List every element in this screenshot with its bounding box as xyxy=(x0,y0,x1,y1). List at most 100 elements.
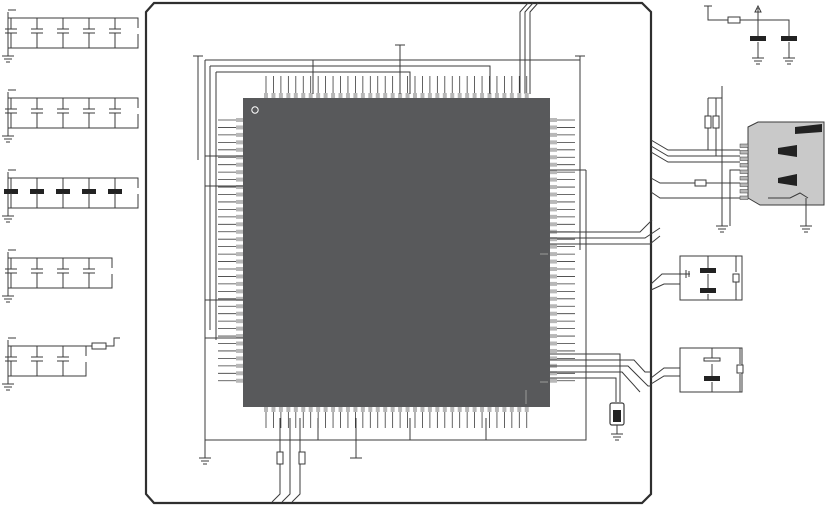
microcontroller xyxy=(236,93,557,412)
mcu-pin xyxy=(550,274,557,278)
mcu-pin xyxy=(271,93,275,98)
mcu-pin xyxy=(236,193,243,197)
mcu-pin xyxy=(279,93,283,98)
resistor xyxy=(695,180,706,186)
mcu-pin xyxy=(550,349,557,353)
mcu-pin xyxy=(443,407,447,412)
mcu-pin xyxy=(236,215,243,219)
mcu-pin xyxy=(294,407,298,412)
mcu-pin xyxy=(279,407,283,412)
mcu-pin xyxy=(316,93,320,98)
mcu-pin xyxy=(525,93,529,98)
mcu-pin xyxy=(550,155,557,159)
mcu-pin xyxy=(428,93,432,98)
mcu-pin xyxy=(236,163,243,167)
mcu-pin xyxy=(236,349,243,353)
mcu-pin xyxy=(473,93,477,98)
mcu-pin xyxy=(495,407,499,412)
mcu-pin xyxy=(236,282,243,286)
mcu-pin xyxy=(550,193,557,197)
sd-card-pins xyxy=(740,144,748,200)
mcu-pin xyxy=(488,407,492,412)
mcu-pin xyxy=(264,93,268,98)
decoupling-bank-1 xyxy=(2,10,138,62)
sd-pin xyxy=(740,144,748,148)
mcu-pin xyxy=(236,327,243,331)
mcu-pin xyxy=(550,282,557,286)
mcu-pin xyxy=(473,407,477,412)
mcu-pin xyxy=(550,163,557,167)
mcu-pin xyxy=(353,407,357,412)
mcu-pin xyxy=(502,93,506,98)
sd-pin xyxy=(740,183,748,187)
ground-symbol xyxy=(800,226,812,232)
mcu-pin xyxy=(480,93,484,98)
mcu-pin xyxy=(286,407,290,412)
mcu-pin xyxy=(420,407,424,412)
mcu-pin xyxy=(465,93,469,98)
mcu-pin xyxy=(376,407,380,412)
mcu-pin xyxy=(368,93,372,98)
mcu-pin xyxy=(236,252,243,256)
mcu-pin xyxy=(450,407,454,412)
mcu-pin xyxy=(353,93,357,98)
mcu-pins-bottom xyxy=(264,407,529,412)
mcu-pin xyxy=(236,267,243,271)
mcu-pin xyxy=(517,407,521,412)
backup-battery xyxy=(610,403,624,434)
mcu-pin xyxy=(286,93,290,98)
mcu-pin xyxy=(550,140,557,144)
mcu-pin xyxy=(480,407,484,412)
crystal-2 xyxy=(680,348,742,392)
mcu-pin xyxy=(510,407,514,412)
sd-pin xyxy=(740,151,748,155)
mcu-pin xyxy=(309,93,313,98)
ground-symbol xyxy=(611,434,623,440)
mcu-pin xyxy=(236,312,243,316)
mcu-pin xyxy=(236,230,243,234)
mcu-pin xyxy=(236,260,243,264)
mcu-pin xyxy=(550,170,557,174)
mcu-pin xyxy=(236,207,243,211)
mcu-pin xyxy=(443,93,447,98)
mcu-pin xyxy=(236,371,243,375)
mcu-pin xyxy=(550,319,557,323)
mcu-pin xyxy=(450,93,454,98)
mcu-pin xyxy=(236,170,243,174)
mcu-pin xyxy=(406,93,410,98)
mcu-pin xyxy=(495,93,499,98)
decoupling-bank-4 xyxy=(2,250,112,302)
mcu-pin xyxy=(236,133,243,137)
mcu-pin xyxy=(550,379,557,383)
mcu-pin xyxy=(236,125,243,129)
sd-resistors xyxy=(695,116,719,186)
mcu-pin xyxy=(294,93,298,98)
mcu-pin xyxy=(236,140,243,144)
decoupling-bank-2 xyxy=(2,90,138,142)
mcu-pin xyxy=(236,342,243,346)
mcu-pin xyxy=(550,252,557,256)
mcu-pin xyxy=(550,289,557,293)
bottom-resistors xyxy=(277,452,305,464)
decoupling-banks xyxy=(2,10,138,390)
mcu-pin xyxy=(435,407,439,412)
mcu-pin xyxy=(510,93,514,98)
mcu-pin xyxy=(550,297,557,301)
mcu-pin xyxy=(550,245,557,249)
mcu-pins-left xyxy=(236,118,243,383)
mcu-pin xyxy=(550,185,557,189)
sd-card-socket xyxy=(740,122,824,205)
mcu-pin xyxy=(331,407,335,412)
crystal-1-parts xyxy=(700,268,739,293)
mcu-pin xyxy=(236,178,243,182)
mcu-pin xyxy=(361,407,365,412)
mcu-pins-right xyxy=(550,118,557,383)
mcu-pin xyxy=(550,304,557,308)
mcu-pin xyxy=(236,289,243,293)
mcu-pin xyxy=(236,200,243,204)
mcu-pin xyxy=(420,93,424,98)
mcu-pin xyxy=(517,93,521,98)
mcu-pin xyxy=(391,93,395,98)
mcu-pin xyxy=(301,93,305,98)
resistor xyxy=(299,452,305,464)
